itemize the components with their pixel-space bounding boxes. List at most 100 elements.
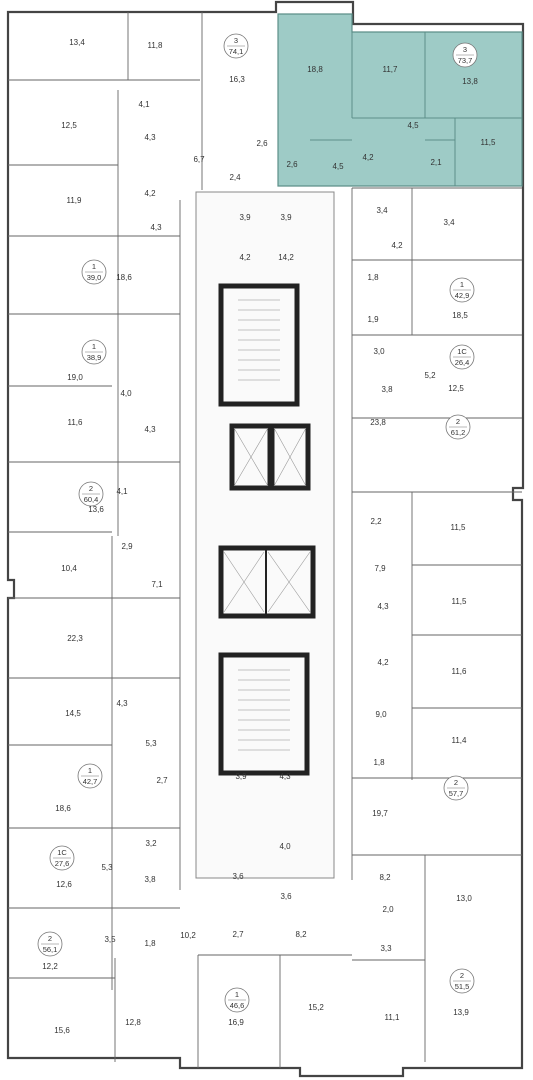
apartment-tag[interactable]: 257,7	[443, 775, 469, 801]
apartment-rooms: 3	[463, 45, 467, 54]
room-area-label: 2,2	[370, 517, 382, 526]
apartment-area: 42,9	[455, 291, 470, 300]
apartment-tag[interactable]: 374,1	[223, 33, 249, 59]
room-area-label: 11,5	[451, 523, 467, 532]
left-wing-walls	[8, 12, 203, 1062]
apartment-tag[interactable]: 251,5	[449, 968, 475, 994]
apartment-rooms: 2	[456, 417, 460, 426]
apartment-area: 51,5	[455, 982, 470, 991]
room-area-label: 13,4	[69, 38, 85, 47]
room-area-label: 14,5	[65, 709, 81, 718]
room-area-label: 19,0	[67, 373, 83, 382]
apartment-rooms: 3	[234, 36, 238, 45]
room-area-label: 13,0	[456, 894, 472, 903]
room-area-label: 11,5	[452, 597, 468, 606]
apartment-tag[interactable]: 142,7	[77, 763, 103, 789]
room-area-label: 2,9	[121, 542, 133, 551]
room-area-label: 18,8	[307, 65, 323, 74]
apartment-area: 74,1	[229, 47, 244, 56]
apartment-tag[interactable]: 373,7	[452, 42, 478, 68]
room-area-label: 11,4	[452, 736, 468, 745]
room-area-label: 7,9	[374, 564, 386, 573]
apartment-rooms: 1	[88, 766, 92, 775]
room-area-label: 1,8	[373, 758, 385, 767]
apartment-rooms: 2	[454, 778, 458, 787]
apartment-area: 39,0	[87, 273, 102, 282]
room-area-label: 5,2	[424, 371, 436, 380]
room-area-label: 4,1	[138, 100, 150, 109]
room-area-label: 2,1	[430, 158, 442, 167]
room-area-label: 16,9	[228, 1018, 244, 1027]
apartment-tag[interactable]: 142,9	[449, 277, 475, 303]
room-area-label: 13,9	[453, 1008, 469, 1017]
stair-steps-bottom	[238, 669, 290, 751]
room-area-label: 4,2	[239, 253, 251, 262]
room-area-label: 11,1	[385, 1013, 401, 1022]
highlighted-apartment[interactable]	[277, 13, 523, 187]
apartment-area: 26,4	[455, 358, 470, 367]
room-area-label: 12,5	[61, 121, 77, 130]
room-area-label: 4,2	[144, 189, 156, 198]
room-area-label: 13,8	[462, 77, 478, 86]
room-area-label: 15,2	[308, 1003, 324, 1012]
elevator-3	[218, 545, 316, 619]
room-area-label: 6,7	[193, 155, 205, 164]
apartment-tag[interactable]: 139,0	[81, 259, 107, 285]
room-area-label: 12,8	[125, 1018, 141, 1027]
room-area-label: 1,8	[367, 273, 379, 282]
apartment-tag[interactable]: 256,1	[37, 931, 63, 957]
room-area-label: 3,0	[373, 347, 385, 356]
room-area-label: 4,0	[120, 389, 132, 398]
room-area-label: 4,5	[407, 121, 419, 130]
room-area-label: 4,3	[279, 772, 291, 781]
apartment-tag[interactable]: 138,9	[81, 339, 107, 365]
room-area-label: 10,4	[61, 564, 77, 573]
apartment-area: 46,6	[230, 1001, 245, 1010]
room-area-label: 4,5	[332, 162, 344, 171]
room-area-label: 2,4	[229, 173, 241, 182]
room-area-label: 4,3	[144, 133, 156, 142]
room-area-label: 13,6	[88, 505, 104, 514]
room-area-label: 8,2	[379, 873, 391, 882]
room-area-label: 16,3	[229, 75, 245, 84]
apartment-rooms: 1	[460, 280, 464, 289]
room-area-label: 4,3	[150, 223, 162, 232]
right-wing-walls	[197, 187, 522, 1068]
apartment-tag[interactable]: 261,2	[445, 414, 471, 440]
apartment-tag[interactable]: 260,4	[78, 481, 104, 507]
apartment-area: 42,7	[83, 777, 98, 786]
apartment-rooms: 1	[92, 262, 96, 271]
stairwell-bottom	[218, 652, 310, 776]
highlighted-interior-walls	[310, 32, 522, 186]
room-area-label: 4,3	[377, 602, 389, 611]
elevator-2	[269, 423, 311, 491]
room-area-label: 14,2	[278, 253, 294, 262]
room-area-label: 3,9	[239, 213, 251, 222]
room-area-label: 2,0	[382, 905, 394, 914]
room-area-label: 8,2	[295, 930, 307, 939]
room-area-label: 4,2	[391, 241, 403, 250]
room-area-label: 15,6	[54, 1026, 70, 1035]
apartment-rooms: 2	[48, 934, 52, 943]
room-area-label: 3,2	[145, 839, 157, 848]
room-area-label: 3,9	[235, 772, 247, 781]
room-area-label: 2,7	[156, 776, 168, 785]
room-area-label: 3,8	[144, 875, 156, 884]
room-area-label: 11,5	[481, 138, 497, 147]
apartment-area: 60,4	[84, 495, 99, 504]
apartment-area: 57,7	[449, 789, 464, 798]
room-area-label: 4,2	[362, 153, 374, 162]
room-area-label: 3,6	[232, 872, 244, 881]
stair-steps-top	[238, 299, 280, 381]
room-area-label: 2,6	[256, 139, 268, 148]
room-area-label: 4,1	[116, 487, 128, 496]
stairwell-top	[218, 283, 300, 407]
apartment-tag[interactable]: 146,6	[224, 987, 250, 1013]
room-area-label: 12,2	[42, 962, 58, 971]
room-area-label: 18,5	[452, 311, 468, 320]
room-area-label: 5,3	[101, 863, 113, 872]
apartment-area: 56,1	[43, 945, 58, 954]
room-area-label: 19,7	[372, 809, 388, 818]
